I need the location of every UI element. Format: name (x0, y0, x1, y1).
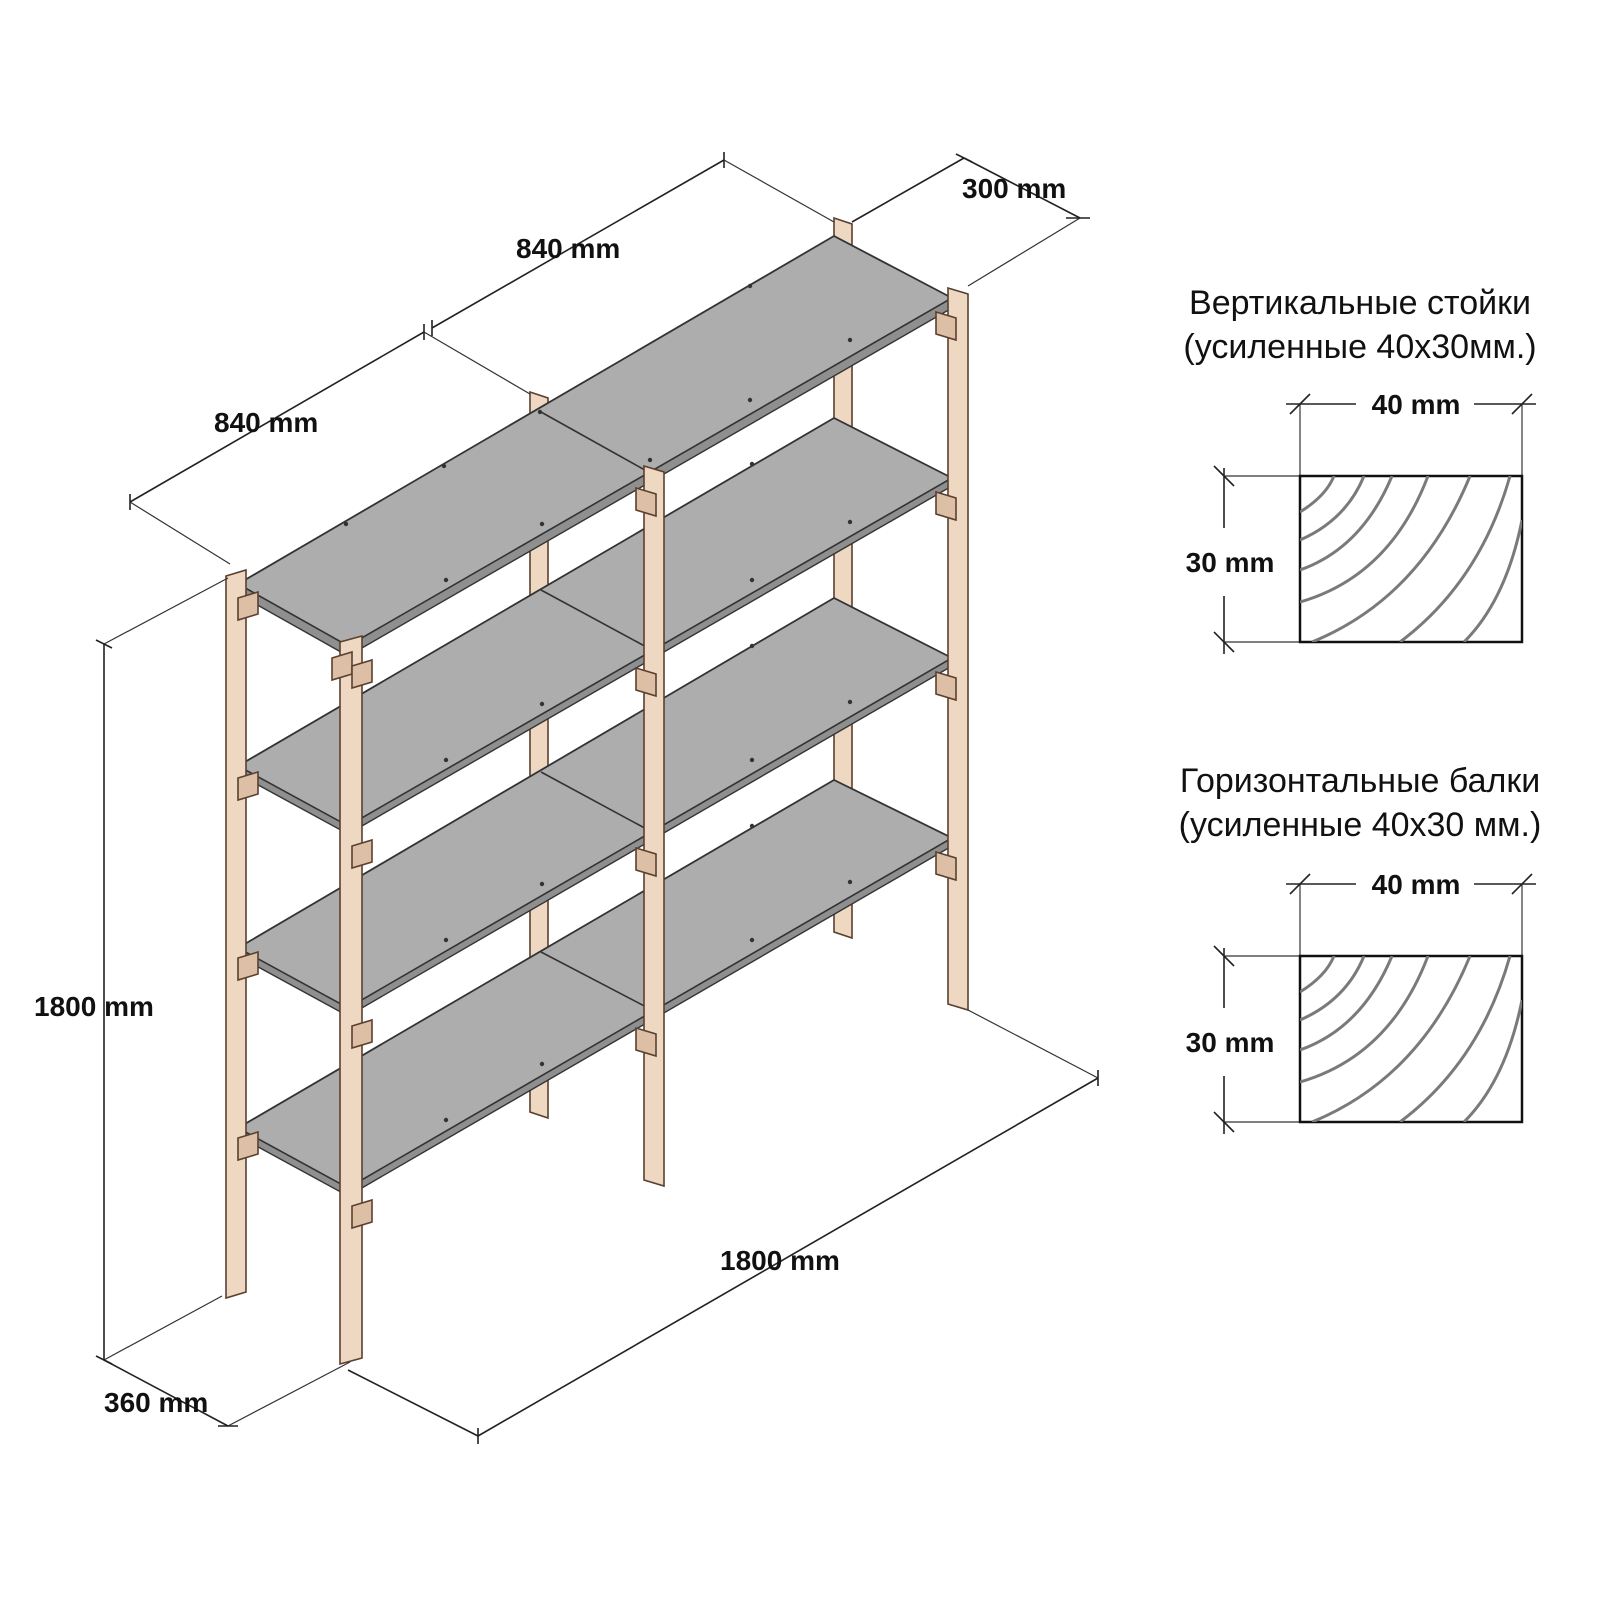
horizontal-beams-section: Горизонтальные балки (усиленные 40х30 мм… (1179, 762, 1542, 1134)
horizontal-height-label: 30 mm (1186, 1027, 1275, 1058)
vertical-posts-section: Вертикальные стойки (усиленные 40х30мм.)… (1183, 284, 1537, 654)
horizontal-beam-cross-section (1298, 954, 1524, 1124)
horizontal-beams-title: Горизонтальные балки (1180, 762, 1540, 800)
dimension-lines (95, 152, 1099, 1444)
section-left-label: 840 mm (214, 407, 318, 438)
vertical-height-label: 30 mm (1186, 547, 1275, 578)
middle-front-post (635, 464, 665, 1188)
section-right-label: 840 mm (516, 233, 620, 264)
height-label: 1800 mm (34, 991, 154, 1022)
vertical-posts-title: Вертикальные стойки (1189, 284, 1531, 322)
front-left-post (331, 634, 373, 1366)
horizontal-beams-subtitle: (усиленные 40х30 мм.) (1179, 806, 1542, 844)
shelf-screws (343, 283, 853, 1123)
front-right-post (935, 286, 969, 1012)
horizontal-width-label: 40 mm (1372, 869, 1461, 900)
back-left-post (225, 568, 259, 1300)
depth-bottom-label: 360 mm (104, 1387, 208, 1418)
width-total-label: 1800 mm (720, 1245, 840, 1276)
vertical-width-label: 40 mm (1372, 389, 1461, 420)
vertical-post-cross-section (1298, 474, 1524, 644)
vertical-posts-subtitle: (усиленные 40х30мм.) (1183, 328, 1536, 366)
dimension-labels: 1800 mm 360 mm 1800 mm 840 mm 840 mm 300… (34, 173, 1066, 1418)
depth-top-label: 300 mm (962, 173, 1066, 204)
